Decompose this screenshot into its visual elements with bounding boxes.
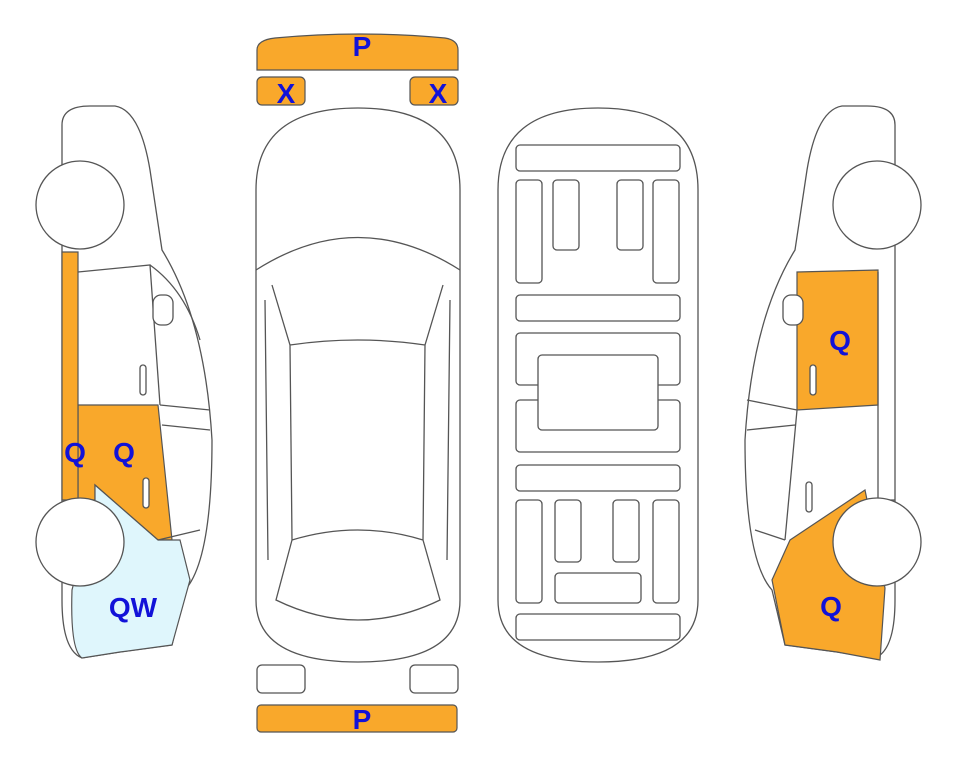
damage-label: P [353,704,372,735]
front-bumper[interactable] [256,33,459,71]
damage-label: Q [113,437,135,468]
right-front-wheel [832,160,922,250]
left-rear-wheel [35,497,125,587]
left-side-view: Q Q QW [35,105,213,659]
right-side-view: Q Q [744,105,922,661]
front-left-light[interactable] [256,76,306,106]
damage-label: Q [820,591,842,622]
damage-label: P [353,31,372,62]
front-right-light[interactable] [409,76,459,106]
damage-label: Q [64,437,86,468]
damage-label: QW [109,592,158,623]
rear-bumper[interactable] [256,704,458,733]
damage-label: X [277,78,296,109]
left-front-wheel [35,160,125,250]
underside-view [497,107,699,663]
right-rear-wheel [832,497,922,587]
damage-label: X [429,78,448,109]
top-view: P X X P [255,31,461,735]
damage-label: Q [829,325,851,356]
